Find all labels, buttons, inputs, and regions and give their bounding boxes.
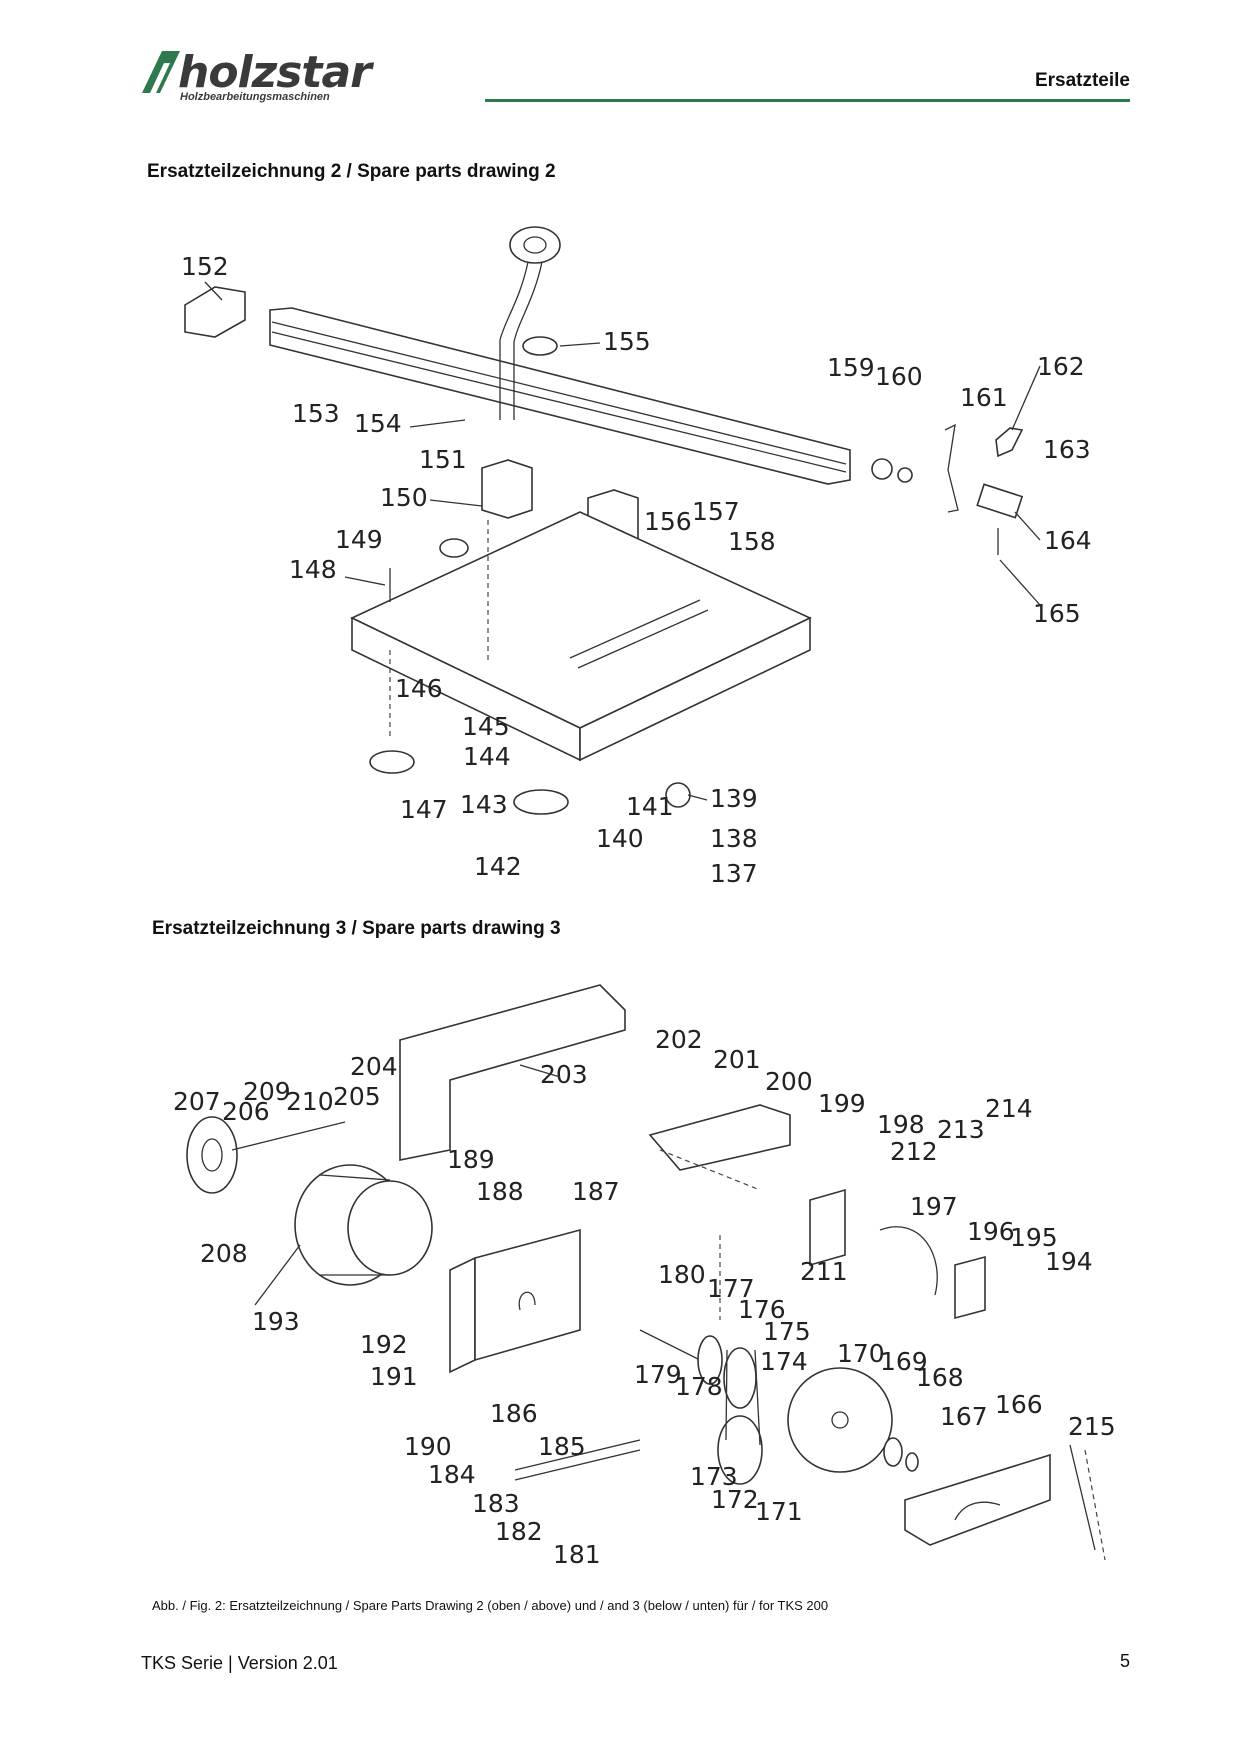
part-label: 196 [967, 1217, 1015, 1246]
part-label: 138 [710, 824, 758, 853]
header-divider [485, 99, 1130, 102]
part-label: 150 [380, 483, 428, 512]
logo-subtitle: Holzbearbeitungsmaschinen [180, 91, 330, 103]
logo-mark-icon [142, 51, 180, 93]
part-label: 190 [404, 1432, 452, 1461]
part-label: 205 [333, 1082, 381, 1111]
part-label: 153 [292, 399, 340, 428]
part-label: 204 [350, 1052, 398, 1081]
part-label: 165 [1033, 599, 1081, 628]
part-label: 159 [827, 353, 875, 382]
part-label: 181 [553, 1540, 601, 1569]
header-section-title: Ersatzteile [1034, 70, 1130, 91]
part-label: 206 [222, 1097, 270, 1126]
part-label: 213 [937, 1115, 985, 1144]
part-label: 161 [960, 383, 1008, 412]
part-label: 200 [765, 1067, 813, 1096]
drawing-2-title: Ersatzteilzeichnung 2 / Spare parts draw… [147, 161, 556, 182]
part-label: 170 [837, 1339, 885, 1368]
part-label: 163 [1043, 435, 1091, 464]
part-label: 180 [658, 1260, 706, 1289]
part-label: 137 [710, 859, 758, 888]
part-label: 166 [995, 1390, 1043, 1419]
drawing-3-title: Ersatzteilzeichnung 3 / Spare parts draw… [152, 918, 561, 939]
part-label: 156 [644, 507, 692, 536]
part-label: 144 [463, 742, 511, 771]
footer-series-version: TKS Serie | Version 2.01 [141, 1653, 338, 1673]
part-label: 158 [728, 527, 776, 556]
part-label: 177 [707, 1274, 755, 1303]
part-label: 186 [490, 1399, 538, 1428]
drawing-2-part-numbers: 137 138 139 140 141 142 143 144 145 146 … [181, 252, 1092, 888]
part-label: 175 [763, 1317, 811, 1346]
drawing-3-art [186, 984, 1106, 1561]
part-label: 143 [460, 790, 508, 819]
part-label: 152 [181, 252, 229, 281]
part-label: 148 [289, 555, 337, 584]
part-label: 212 [890, 1137, 938, 1166]
part-label: 157 [692, 497, 740, 526]
part-label: 198 [877, 1110, 925, 1139]
part-label: 174 [760, 1347, 808, 1376]
part-label: 214 [985, 1094, 1033, 1123]
part-label: 154 [354, 409, 402, 438]
part-label: 160 [875, 362, 923, 391]
part-label: 179 [634, 1360, 682, 1389]
part-label: 145 [462, 712, 510, 741]
part-label: 188 [476, 1177, 524, 1206]
part-label: 187 [572, 1177, 620, 1206]
part-label: 162 [1037, 352, 1085, 381]
holzstar-logo: holzstar Holzbearbeitungsmaschinen [140, 45, 420, 105]
part-label: 197 [910, 1192, 958, 1221]
part-label: 191 [370, 1362, 418, 1391]
drawing-2-art [184, 226, 1024, 815]
part-label: 185 [538, 1432, 586, 1461]
part-label: 140 [596, 824, 644, 853]
part-label: 151 [419, 445, 467, 474]
part-label: 194 [1045, 1247, 1093, 1276]
part-label: 208 [200, 1239, 248, 1268]
part-label: 193 [252, 1307, 300, 1336]
part-label: 169 [880, 1347, 928, 1376]
part-label: 203 [540, 1060, 588, 1089]
leader-lines [204, 281, 1096, 1551]
part-label: 201 [713, 1045, 761, 1074]
part-label: 199 [818, 1089, 866, 1118]
part-label: 171 [755, 1497, 803, 1526]
page-number: 5 [1119, 1651, 1130, 1671]
part-label: 168 [916, 1363, 964, 1392]
part-label: 182 [495, 1517, 543, 1546]
logo-wordmark: holzstar [178, 47, 372, 98]
part-label: 147 [400, 795, 448, 824]
part-label: 189 [447, 1145, 495, 1174]
part-label: 209 [243, 1077, 291, 1106]
part-label: 146 [395, 674, 443, 703]
part-label: 155 [603, 327, 651, 356]
part-label: 176 [738, 1295, 786, 1324]
part-label: 139 [710, 784, 758, 813]
part-label: 149 [335, 525, 383, 554]
part-label: 142 [474, 852, 522, 881]
part-label: 215 [1068, 1412, 1116, 1441]
drawing-3-part-numbers: 166 167 168 169 170 171 172 173 174 175 … [173, 1025, 1116, 1569]
part-label: 211 [800, 1257, 848, 1286]
part-label: 202 [655, 1025, 703, 1054]
part-label: 173 [690, 1462, 738, 1491]
figure-caption: Abb. / Fig. 2: Ersatzteilzeichnung / Spa… [152, 1598, 829, 1613]
part-label: 183 [472, 1489, 520, 1518]
part-label: 141 [626, 792, 674, 821]
part-label: 184 [428, 1460, 476, 1489]
part-label: 164 [1044, 526, 1092, 555]
part-label: 192 [360, 1330, 408, 1359]
part-label: 195 [1010, 1223, 1058, 1252]
part-label: 207 [173, 1087, 221, 1116]
part-label: 172 [711, 1485, 759, 1514]
part-label: 167 [940, 1402, 988, 1431]
part-label: 178 [675, 1372, 723, 1401]
part-label: 210 [286, 1087, 334, 1116]
